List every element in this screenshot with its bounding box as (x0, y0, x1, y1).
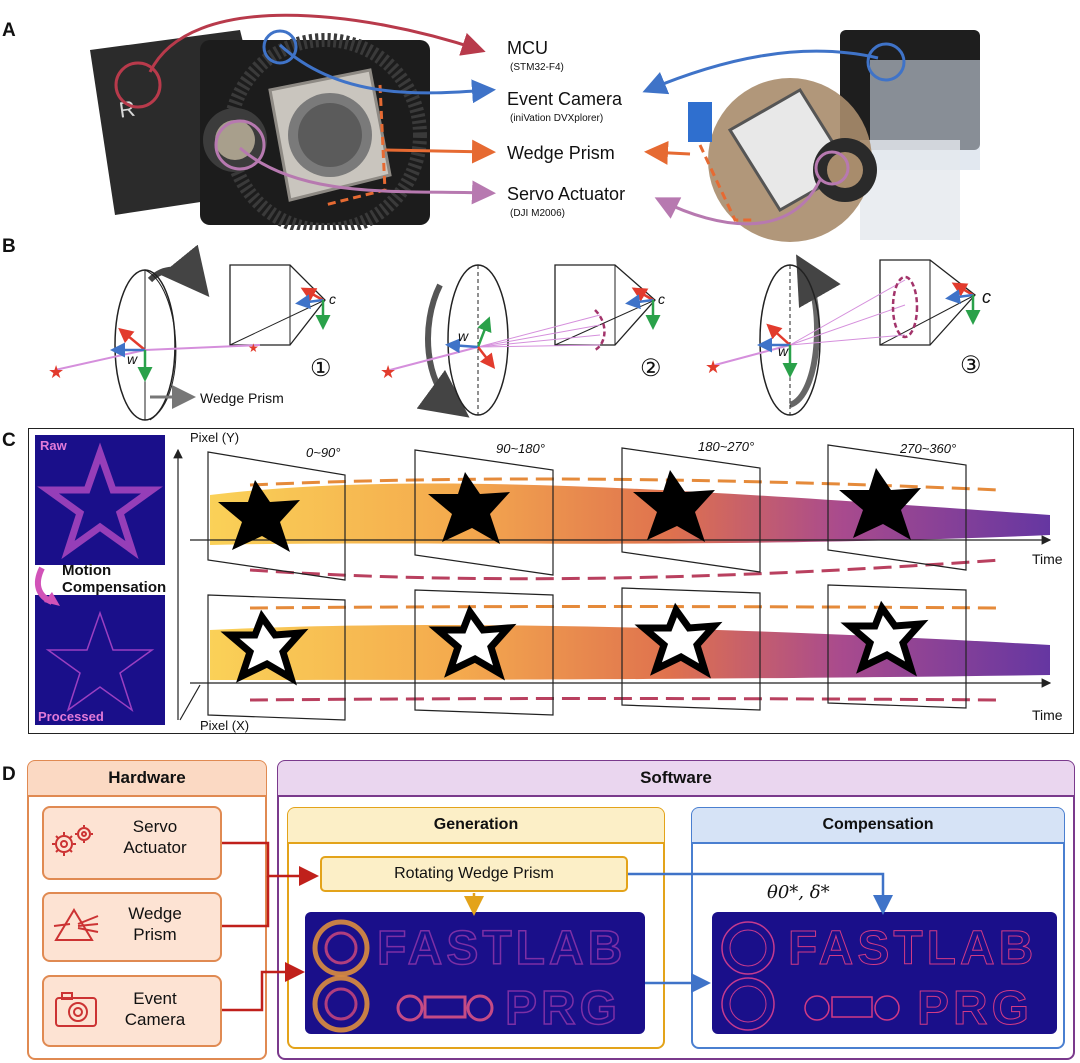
hardware-photo-left: R (90, 29, 430, 230)
c-label-3: c (982, 287, 991, 307)
panel-letter-d: D (2, 764, 16, 785)
label-event-camera-sub: (iniVation DVXplorer) (510, 113, 604, 124)
raw-image-tile (35, 435, 165, 565)
hardware-title: Hardware (28, 761, 266, 797)
raw-label: Raw (40, 438, 67, 453)
c-label-2: c (658, 291, 665, 307)
hardware-render-right (688, 30, 980, 242)
angle-range-0: 0~90° (306, 445, 341, 460)
label-mcu: MCU (507, 38, 548, 58)
angle-range-3: 270~360° (900, 441, 957, 456)
panel-letter-c: C (2, 430, 16, 451)
svg-text:★: ★ (48, 362, 64, 382)
servo-actuator-text: Servo Actuator (123, 817, 187, 857)
prg-text-gen: PRG (505, 982, 621, 1034)
software-title: Software (278, 761, 1074, 797)
label-wedge-prism: Wedge Prism (507, 143, 615, 163)
svg-text:★: ★ (705, 357, 721, 377)
step-3-group: ★ (705, 254, 981, 416)
w-label-1: w (127, 351, 138, 367)
processed-image-tile (35, 595, 165, 725)
prg-text-comp: PRG (917, 982, 1033, 1034)
wedge-prism-caption: Wedge Prism (200, 390, 284, 406)
svg-text:★: ★ (248, 341, 259, 355)
compensation-params: θ0*, δ* (767, 882, 830, 903)
time-label-upper: Time (1032, 551, 1063, 567)
fastlab-text-comp: FASTLAB (788, 922, 1037, 975)
wedge-prism-card (42, 892, 222, 962)
event-camera-card (42, 975, 222, 1047)
label-servo-sub: (DJI M2006) (510, 208, 566, 219)
angle-range-1: 90~180° (496, 441, 545, 456)
panel-letter-b: B (2, 236, 16, 257)
label-mcu-sub: (STM32-F4) (510, 62, 564, 73)
pixel-x-label: Pixel (X) (200, 718, 250, 733)
rotating-wedge-prism-box: Rotating Wedge Prism (320, 856, 628, 892)
angle-range-2: 180~270° (698, 439, 755, 454)
gears-icon (52, 825, 93, 856)
step-1-group: ★ ★ (48, 245, 331, 421)
event-stream-plot (173, 444, 1052, 721)
panel-c-frame (28, 428, 1074, 734)
pixel-y-label: Pixel (Y) (190, 430, 240, 445)
prism-icon (53, 908, 99, 941)
step-3-number: ③ (960, 352, 982, 379)
processed-label: Processed (38, 709, 104, 724)
label-servo-actuator: Servo Actuator (507, 184, 626, 204)
motion-comp-arrow-icon (34, 566, 60, 606)
event-camera-text: Event Camera (124, 989, 186, 1029)
step-2-number: ② (640, 355, 662, 382)
w-label-3: w (778, 343, 789, 359)
panel-letter-a: A (2, 20, 16, 41)
compensation-title: Compensation (692, 808, 1064, 844)
fastlab-text-gen: FASTLAB (377, 922, 626, 975)
label-event-camera: Event Camera (507, 89, 623, 109)
generation-event-image: FASTLAB PRG (305, 912, 645, 1034)
svg-text:★: ★ (380, 362, 396, 382)
c-label-1: c (329, 291, 336, 307)
wedge-prism-text: Wedge Prism (128, 904, 182, 944)
time-label-lower: Time (1032, 707, 1063, 723)
panel-d-connectors (222, 841, 893, 1012)
w-label-2: w (458, 328, 469, 344)
step-2-group: ★ (380, 264, 661, 418)
generation-title: Generation (288, 808, 664, 844)
compensation-event-image: FASTLAB PRG (712, 912, 1057, 1034)
step-1-number: ① (310, 355, 332, 382)
camera-icon (55, 992, 97, 1027)
svg-text:R: R (117, 96, 136, 123)
panel-b-illustration: ★ ★ ★ (48, 245, 981, 421)
motion-compensation-label: Motion Compensation (62, 562, 167, 596)
panel-a-connectors (148, 13, 879, 226)
